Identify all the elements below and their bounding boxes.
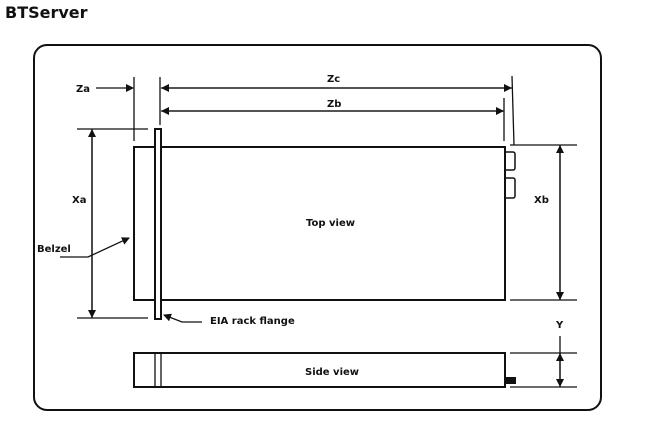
diagram-frame bbox=[33, 44, 602, 411]
page-title: BTServer bbox=[5, 3, 88, 22]
top-view bbox=[133, 128, 516, 320]
bezel bbox=[133, 146, 156, 301]
label-zb: Zb bbox=[327, 99, 341, 110]
label-flange: EIA rack flange bbox=[210, 316, 295, 327]
label-top-view: Top view bbox=[306, 218, 355, 229]
label-side-view: Side view bbox=[305, 367, 359, 378]
label-za: Za bbox=[76, 84, 90, 95]
chassis-side bbox=[133, 352, 506, 388]
label-zc: Zc bbox=[327, 74, 340, 85]
side-connector bbox=[504, 377, 516, 384]
handle-2 bbox=[505, 177, 516, 199]
dimension-lines bbox=[60, 75, 577, 388]
label-y: Y bbox=[555, 320, 564, 331]
label-xb: Xb bbox=[534, 195, 549, 206]
label-bezel: Belzel bbox=[37, 244, 71, 255]
side-view bbox=[133, 352, 516, 388]
handle-1 bbox=[505, 151, 516, 171]
chassis-top bbox=[160, 146, 506, 301]
label-xa: Xa bbox=[72, 195, 86, 206]
